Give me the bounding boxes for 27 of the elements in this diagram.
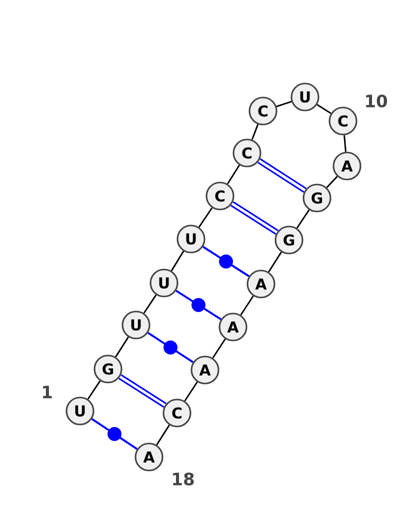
backbone-line xyxy=(143,294,157,314)
backbone-line xyxy=(296,209,310,229)
backbone-line xyxy=(276,100,292,108)
base-pair-line xyxy=(176,290,222,320)
backbone-line xyxy=(184,382,198,402)
backbone-line xyxy=(240,296,254,316)
base-pair-line xyxy=(202,246,250,278)
position-number: 10 xyxy=(366,94,388,108)
base-pair-line xyxy=(147,332,194,364)
base-pair-line xyxy=(91,418,138,450)
base-pair-line xyxy=(257,158,307,193)
backbone-line xyxy=(170,250,184,272)
backbone-line xyxy=(212,338,226,358)
position-number: 1 xyxy=(43,386,52,398)
backbone-line xyxy=(198,207,213,228)
backbone-line xyxy=(344,135,346,152)
backbone-line xyxy=(87,380,101,400)
backbone-line xyxy=(251,124,259,140)
backbone-line xyxy=(156,424,170,446)
backbone-line xyxy=(316,104,332,114)
backbone-line xyxy=(326,176,338,188)
backbone-line xyxy=(226,164,240,184)
backbone-line xyxy=(115,336,129,358)
position-number: 18 xyxy=(173,472,194,486)
backbone-line xyxy=(268,252,282,272)
base-pair-line xyxy=(118,374,166,408)
base-pair-line xyxy=(230,201,278,235)
